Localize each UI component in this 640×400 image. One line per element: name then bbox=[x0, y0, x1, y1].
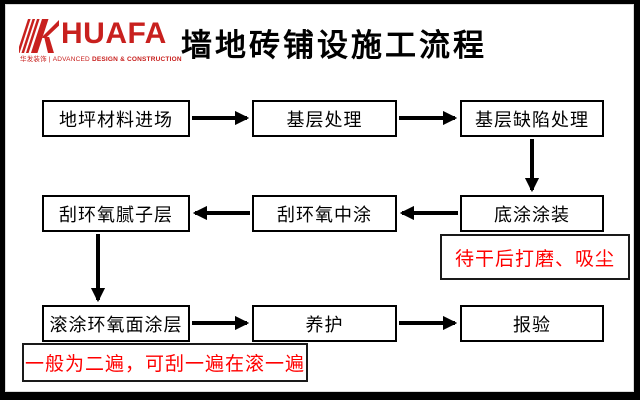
huafa-logo-icon bbox=[19, 19, 59, 53]
flow-node-epoxy-putty-scraping: 刮环氧腻子层 bbox=[42, 195, 190, 232]
huafa-tagline: 华发装饰 | ADVANCED DESIGN & CONSTRUCTION bbox=[20, 53, 182, 63]
flow-node-floor-material-entry: 地坪材料进场 bbox=[42, 100, 190, 137]
flow-node-primer-coating: 底涂涂装 bbox=[460, 195, 604, 232]
annotation-topcoat-note: 一般为二遍，可刮一遍在滚一遍 bbox=[22, 343, 308, 382]
flow-node-curing: 养护 bbox=[252, 305, 397, 342]
flow-node-epoxy-topcoat-rolling: 滚涂环氧面涂层 bbox=[42, 305, 190, 342]
tagline-left: 华发装饰 | ADVANCED bbox=[20, 56, 92, 63]
tagline-bold: DESIGN & CONSTRUCTION bbox=[91, 56, 182, 63]
annotation-primer-note: 待干后打磨、吸尘 bbox=[440, 234, 630, 280]
flow-node-inspection: 报验 bbox=[460, 305, 604, 342]
page-title: 墙地砖铺设施工流程 bbox=[181, 28, 487, 63]
huafa-brand-text: HUAFA bbox=[61, 17, 167, 50]
flow-node-base-treatment: 基层处理 bbox=[252, 100, 397, 137]
flow-node-epoxy-midcoat-scraping: 刮环氧中涂 bbox=[252, 195, 397, 232]
flow-node-base-defect-treatment: 基层缺陷处理 bbox=[460, 100, 604, 137]
